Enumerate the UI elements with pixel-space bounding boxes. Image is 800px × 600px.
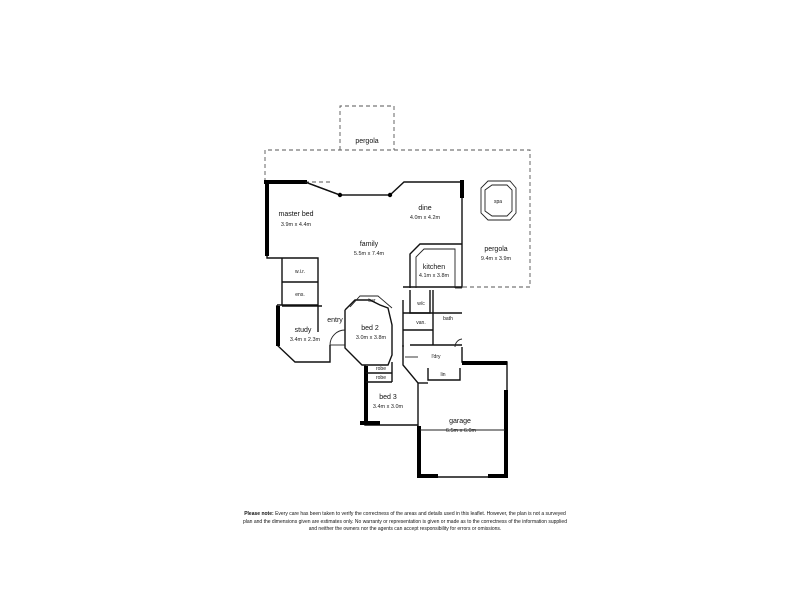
pergola-right-dims: 9.4m x 3.9m bbox=[481, 256, 512, 262]
robe-label-2: robe bbox=[376, 375, 386, 381]
ldry-label: l'dry bbox=[431, 354, 441, 360]
entry-label: entry bbox=[327, 317, 343, 324]
bed2-dims: 3.0m x 3.8m bbox=[356, 335, 387, 341]
van-label: van. bbox=[416, 320, 425, 326]
door-swings bbox=[329, 329, 505, 431]
disclaimer-text: Every care has been taken to verify the … bbox=[243, 511, 567, 532]
junction-dot bbox=[337, 192, 343, 198]
study-dims: 3.4m x 2.3m bbox=[290, 337, 321, 343]
study-label: study bbox=[295, 327, 312, 334]
master-bed-label: master bed bbox=[278, 211, 313, 218]
bed3-dims: 3.4m x 3.0m bbox=[373, 404, 404, 410]
dine-dims: 4.0m x 4.2m bbox=[410, 215, 441, 221]
kitchen-bench bbox=[409, 243, 462, 289]
bar-label: bar bbox=[368, 298, 376, 304]
bed3-label: bed 3 bbox=[379, 394, 397, 401]
disclaimer-lead: Please note: bbox=[244, 511, 274, 517]
dine-label: dine bbox=[418, 205, 431, 212]
wc-label: w/c bbox=[417, 301, 425, 307]
spa-label: spa bbox=[494, 199, 502, 205]
kitchen-label: kitchen bbox=[423, 264, 445, 271]
bath-label: bath bbox=[443, 316, 453, 322]
pergola-right-label: pergola bbox=[484, 246, 507, 253]
junction-dot bbox=[387, 192, 393, 198]
disclaimer-note: Please note: Every care has been taken t… bbox=[240, 511, 570, 534]
family-label: family bbox=[360, 241, 379, 248]
pergola-top-label: pergola bbox=[355, 138, 378, 145]
kitchen-dims: 4.1m x 3.8m bbox=[419, 273, 450, 279]
ens-label: ens. bbox=[295, 292, 304, 298]
robe-label-1: robe bbox=[376, 366, 386, 372]
bed2-label: bed 2 bbox=[361, 325, 379, 332]
garage-label: garage bbox=[449, 418, 471, 425]
master-bed-dims: 3.9m x 4.4m bbox=[281, 222, 312, 228]
wir-label: w.i.r. bbox=[295, 269, 305, 275]
spa-inner bbox=[484, 184, 513, 217]
family-dims: 5.5m x 7.4m bbox=[354, 251, 385, 257]
spa-outline bbox=[480, 180, 517, 221]
wall-accents bbox=[264, 180, 508, 478]
interior-walls bbox=[282, 181, 462, 425]
garage-dims: 6.5m x 6.0m bbox=[446, 428, 477, 434]
linen-label: lin bbox=[440, 372, 445, 378]
pergola-outline bbox=[264, 105, 531, 288]
